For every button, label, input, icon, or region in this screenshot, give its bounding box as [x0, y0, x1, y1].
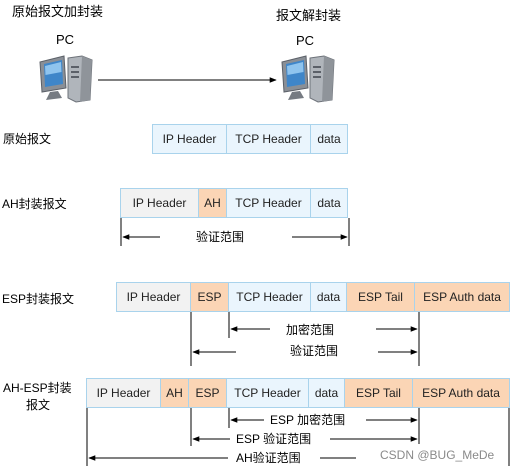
tcp-header-segment: TCP Header [227, 125, 311, 153]
ah-packet: IP Header AH TCP Header data [120, 188, 348, 218]
data-segment: data [311, 283, 347, 311]
receiver-computer-icon [281, 55, 335, 103]
receiver-title: 报文解封装 [276, 8, 342, 23]
tcp-header-segment: TCP Header [227, 189, 311, 217]
esp-auth-data-segment: ESP Auth data [413, 379, 509, 407]
original-packet: IP Header TCP Header data [152, 124, 348, 154]
ip-header-segment: IP Header [121, 189, 199, 217]
ah-segment: AH [199, 189, 227, 217]
ah-packet-label: AH封装报文 [2, 197, 67, 211]
data-segment: data [311, 189, 347, 217]
sender-computer-icon [39, 55, 93, 103]
ip-header-segment: IP Header [117, 283, 191, 311]
receiver-pc-label: PC [296, 33, 315, 48]
esp-tail-segment: ESP Tail [347, 283, 415, 311]
ahesp-esp-auth-label: ESP 验证范围 [236, 432, 312, 446]
data-segment: data [311, 125, 347, 153]
data-segment: data [309, 379, 345, 407]
esp-auth-range-label: 验证范围 [290, 344, 339, 358]
esp-packet-label: ESP封装报文 [2, 292, 75, 306]
esp-packet: IP Header ESP TCP Header data ESP Tail E… [116, 282, 510, 312]
ip-header-segment: IP Header [87, 379, 161, 407]
ah-segment: AH [161, 379, 189, 407]
watermark: CSDN @BUG_MeDe [380, 448, 495, 462]
original-packet-label: 原始报文 [3, 132, 52, 146]
esp-tail-segment: ESP Tail [345, 379, 413, 407]
esp-auth-data-segment: ESP Auth data [415, 283, 509, 311]
ah-esp-packet-label-line1: AH-ESP封装 [3, 381, 72, 395]
esp-encrypt-range-label: 加密范围 [286, 323, 335, 337]
esp-segment: ESP [189, 379, 227, 407]
tcp-header-segment: TCP Header [229, 283, 311, 311]
ahesp-ah-auth-label: AH验证范围 [236, 451, 301, 465]
ah-esp-packet-label-line2: 报文 [26, 398, 51, 412]
ip-header-segment: IP Header [153, 125, 227, 153]
sender-pc-label: PC [56, 32, 75, 47]
ahesp-esp-encrypt-label: ESP 加密范围 [270, 413, 346, 427]
esp-segment: ESP [191, 283, 229, 311]
sender-title: 原始报文加封装 [12, 4, 104, 19]
tcp-header-segment: TCP Header [227, 379, 309, 407]
ah-esp-packet: IP Header AH ESP TCP Header data ESP Tai… [86, 378, 510, 408]
ah-auth-range-label: 验证范围 [196, 230, 245, 244]
